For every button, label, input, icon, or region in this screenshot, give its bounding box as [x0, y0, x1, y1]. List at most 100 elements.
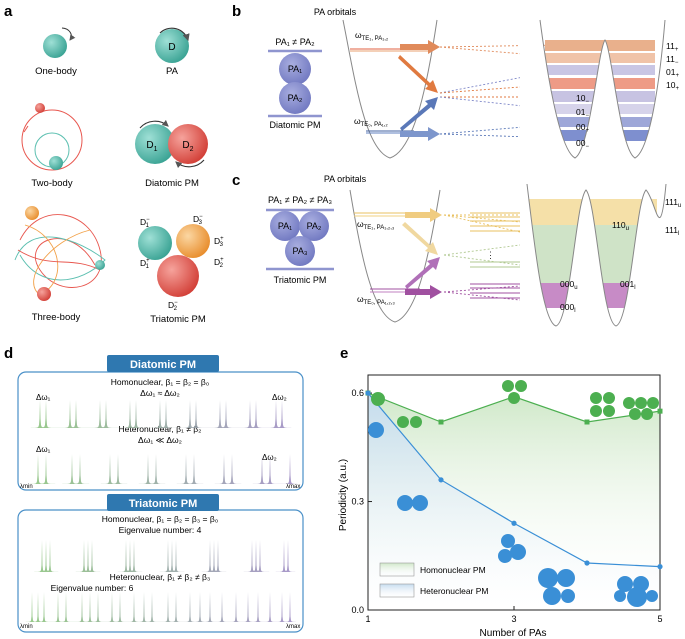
- tri-homo-line2: Eigenvalue number: 4: [119, 525, 202, 535]
- panel-letter-e: e: [340, 345, 348, 362]
- svg-text:D−1: D−1: [140, 217, 150, 229]
- hetero-line2: Δω₁ ≪ Δω₂: [138, 435, 182, 445]
- heteronuclear-cluster-dot: [510, 544, 526, 560]
- legend-label-homonuclear: Homonuclear PM: [420, 565, 486, 575]
- homonuclear-cluster-dot: [515, 380, 527, 392]
- heteronuclear-cluster-dot: [397, 495, 413, 511]
- spectrum-diatomic-hetero: [24, 454, 298, 484]
- dp1-sub: 1: [146, 264, 150, 270]
- omega-bot-c-sub: TE₀, PA₁,₂,₃: [364, 300, 396, 306]
- tri-hetero-line2: Eigenvalue number: 6: [51, 583, 134, 593]
- dm3-sup: −: [199, 214, 203, 220]
- homonuclear-cluster-dot: [371, 392, 385, 406]
- svg-text:11+: 11+: [666, 41, 679, 53]
- homonuclear-cluster-dot: [603, 392, 615, 404]
- triatomic-box: [17, 494, 304, 633]
- spectrum-area: [24, 592, 298, 622]
- heteronuclear-cluster-dot: [557, 569, 575, 587]
- e-xlabel: Number of PAs: [479, 628, 546, 639]
- dp2: D: [214, 257, 220, 267]
- omega-top-b-sub: TE₁, PA₁,₂: [362, 36, 389, 42]
- homonuclear-cluster-dot: [590, 392, 602, 404]
- dm2: D: [168, 300, 174, 310]
- arrows-c: [402, 208, 442, 299]
- caption-b: Diatomic PM: [269, 120, 320, 130]
- y-tick-label: 0.6: [351, 388, 364, 398]
- homonuclear-cluster-dot: [397, 416, 409, 428]
- level-b-6-sub: +: [585, 128, 589, 134]
- lambda-min-d2: λmin: [20, 624, 33, 630]
- level-labels-b: 11+ 11− 01+ 10+ 10− 01− 00+ 00−: [576, 41, 679, 150]
- homonuclear-cluster-dot: [641, 408, 653, 420]
- diatomic-pm-label: Diatomic PM: [145, 178, 199, 189]
- homo-line2: Δω₁ ≈ Δω₂: [140, 388, 180, 398]
- level-b-5-sub: −: [585, 113, 589, 119]
- y-tick-label: 0.3: [351, 497, 364, 507]
- heteronuclear-point: [511, 520, 517, 526]
- dm3-sub: 3: [199, 220, 203, 226]
- svg-text:01−: 01−: [576, 107, 589, 119]
- condition-c: PA₁ ≠ PA₂ ≠ PA₃: [268, 195, 332, 205]
- level-c-2: 111: [665, 225, 678, 235]
- dp2-sup: +: [220, 257, 224, 263]
- three-body-label: Three-body: [32, 312, 81, 323]
- condition-b: PA₁ ≠ PA₂: [275, 37, 315, 47]
- legend-swatch-heteronuclear: [379, 583, 415, 598]
- level-c-4: 001: [620, 279, 634, 289]
- pa-disk: [155, 27, 190, 63]
- homo-line1: Homonuclear, β₁ = β₂ = β₀: [111, 377, 210, 387]
- level-b-6: 00: [576, 122, 586, 132]
- diatomic-box: [17, 355, 304, 491]
- dm2-sup: −: [174, 300, 178, 306]
- svg-text:00−: 00−: [576, 138, 589, 150]
- triatomic-pm-label: Triatomic PM: [150, 314, 206, 325]
- svg-text:ωTE₁, PA₁,₂: ωTE₁, PA₁,₂: [355, 30, 389, 42]
- homonuclear-cluster-dot: [502, 380, 514, 392]
- panel-letter-b: b: [232, 3, 241, 20]
- one-body-label: One-body: [35, 66, 77, 77]
- dp3: D: [214, 236, 220, 246]
- homonuclear-point: [438, 419, 444, 425]
- svg-text:111u: 111u: [665, 197, 681, 209]
- level-b-5: 01: [576, 107, 586, 117]
- heteronuclear-cluster-dot: [498, 549, 512, 563]
- pa-label: PA: [166, 66, 179, 77]
- level-c-5: 000: [560, 302, 574, 312]
- ellipsis-c: ⋮: [486, 250, 495, 260]
- dw1-bot: Δω₁: [36, 445, 51, 454]
- svg-text:D−2: D−2: [168, 300, 178, 312]
- spectrum-triatomic-hetero: [24, 592, 298, 622]
- level-c-5-sub: l: [574, 308, 575, 314]
- lambda-max-d1: λmax: [286, 484, 300, 490]
- svg-text:10+: 10+: [666, 80, 679, 92]
- level-c-1: 110: [612, 220, 626, 230]
- dw1-top: Δω₁: [36, 393, 51, 402]
- diatomic-disks: [135, 119, 208, 169]
- homonuclear-cluster-dot: [623, 397, 635, 409]
- heteronuclear-cluster-dot: [646, 590, 658, 602]
- triatomic-title: Triatomic PM: [129, 498, 197, 510]
- tri-hetero-line1: Heteronuclear, β₁ ≠ β₂ ≠ β₃: [110, 572, 211, 582]
- svg-text:11−: 11−: [666, 54, 679, 66]
- triatomic-pa-stack: [266, 208, 334, 271]
- heteronuclear-cluster-dot: [614, 590, 626, 602]
- homonuclear-point: [657, 408, 663, 414]
- double-well-b: [520, 0, 685, 170]
- level-b-4: 10: [576, 93, 586, 103]
- heteronuclear-point: [438, 477, 444, 483]
- dp1: D: [140, 258, 146, 268]
- dp3-sup: +: [220, 236, 224, 242]
- three-body-orbits: [14, 206, 106, 301]
- heteronuclear-cluster-dot: [538, 568, 558, 588]
- dp1-sup: +: [146, 258, 150, 264]
- svg-text:D+3: D+3: [214, 236, 224, 248]
- heteronuclear-point: [584, 560, 590, 566]
- dw2-top: Δω₂: [272, 393, 287, 402]
- omega-bot-b-sub: TE₀, PA₁,₂: [361, 122, 389, 128]
- dw2-bot: Δω₂: [262, 453, 277, 462]
- arrows-b: [398, 40, 440, 141]
- svg-text:000l: 000l: [560, 302, 576, 314]
- level-b-1: 11: [666, 54, 675, 64]
- y-tick-label: 0.0: [351, 605, 364, 615]
